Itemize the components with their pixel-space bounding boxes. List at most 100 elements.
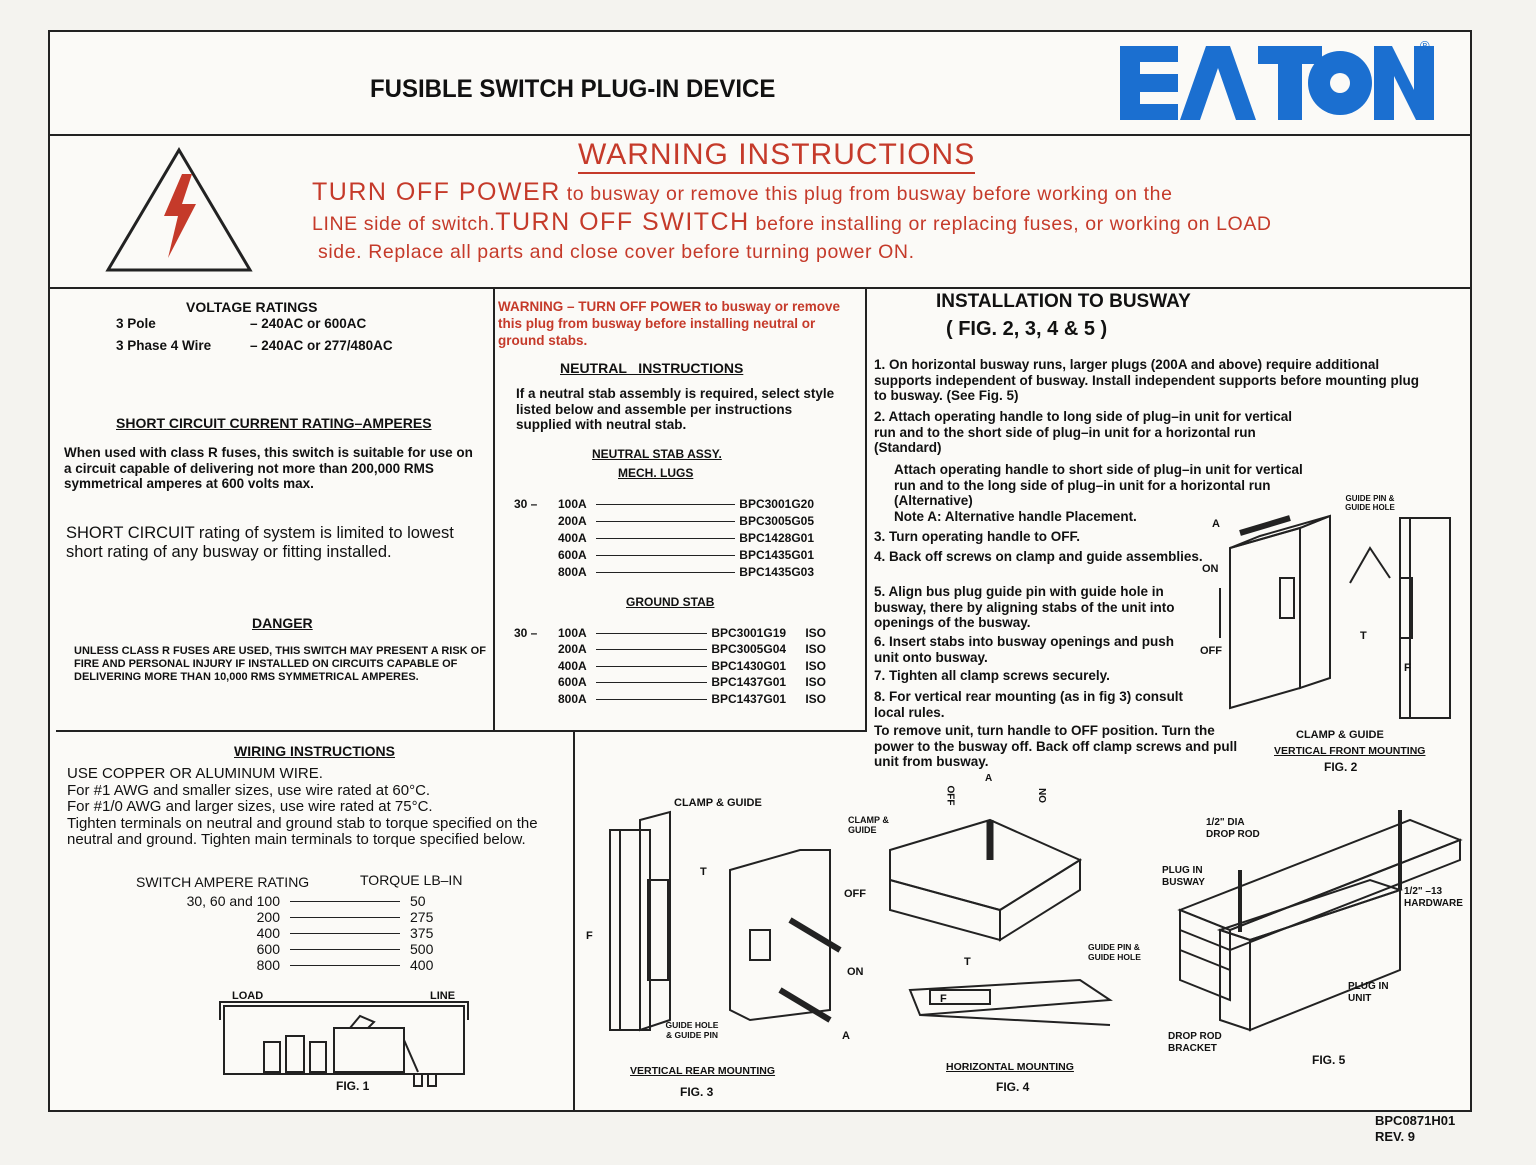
wiring-line-1: USE COPPER OR ALUMINUM WIRE. (67, 765, 323, 782)
torque-val-3: 375 (410, 925, 434, 941)
ground-amp-2: 200A (558, 642, 587, 656)
fig4-f-label: F (940, 993, 947, 1005)
registered-mark: ® (1420, 38, 1430, 53)
fig2-f-label: F (1404, 662, 1411, 674)
divider-col2 (865, 287, 867, 731)
torque-val-2: 275 (410, 909, 434, 925)
ground-prefix-1: 30 – (514, 625, 538, 640)
ground-amp-4: 600A (558, 675, 587, 689)
ground-amp-5: 800A (558, 691, 587, 706)
page-title: FUSIBLE SWITCH PLUG-IN DEVICE (370, 75, 776, 103)
short-circuit-body: When used with class R fuses, this switc… (64, 445, 473, 491)
divider-warning (48, 287, 1472, 289)
neutral-stab-heading: NEUTRAL STAB ASSY. (592, 447, 722, 461)
install-note-a: Note A: Alternative handle Placement. (894, 509, 1137, 524)
divider-col3 (573, 730, 575, 1112)
install-step-1: 1. On horizontal busway runs, larger plu… (874, 357, 1420, 403)
wiring-col1: SWITCH AMPERE RATING (136, 874, 310, 890)
fig4-on-label: ON (1038, 788, 1049, 803)
warn-big-2: TURN OFF SWITCH (495, 208, 750, 236)
warn-text-1: to busway or remove this plug from buswa… (560, 183, 1173, 205)
danger-body: UNLESS CLASS R FUSES ARE USED, THIS SWIT… (74, 645, 486, 683)
fig1-caption: FIG. 1 (336, 1079, 370, 1093)
fig5-rod-label: 1/2" DIA DROP ROD (1206, 817, 1260, 840)
stab-prefix-1: 30 – (514, 496, 538, 511)
voltage-value-1: – 240AC or 600AC (250, 316, 367, 331)
short-circuit-note: SHORT CIRCUIT rating of system is limite… (66, 524, 454, 561)
ground-part-4: BPC1437G01 (711, 675, 787, 689)
fig3-t-label: T (700, 866, 707, 878)
ground-part-3: BPC1430G01 (711, 658, 787, 673)
figure-4-drawing (880, 800, 1120, 1045)
stab-part-1: BPC3001G20 (739, 496, 814, 511)
figure-2-drawing (1200, 488, 1470, 753)
fig5-hw-label: 1/2" –13 HARDWARE (1404, 886, 1463, 909)
fig5-plug-label: PLUG IN BUSWAY (1162, 865, 1205, 888)
fig1-load-label: LOAD (232, 990, 264, 1002)
ground-iso-3: ISO (805, 658, 826, 673)
ground-iso-5: ISO (805, 691, 826, 706)
warn-text-2a: LINE side of switch. (312, 213, 496, 235)
torque-val-1: 50 (410, 893, 426, 909)
fig4-off-label: OFF (944, 785, 956, 806)
wiring-line-3: For #1/0 AWG and larger sizes, use wire … (67, 798, 433, 815)
fig4-clamp-label: CLAMP & GUIDE (848, 815, 889, 835)
install-heading: INSTALLATION TO BUSWAY (936, 291, 1191, 312)
torque-amp-4: 600 (256, 941, 280, 957)
stab-amp-4: 600A (558, 547, 587, 562)
fig4-t-label: T (964, 956, 971, 968)
wiring-line-2: For #1 AWG and smaller sizes, use wire r… (67, 781, 431, 799)
fig2-clamp-label: CLAMP & GUIDE (1296, 729, 1384, 741)
install-step-3: 3. Turn operating handle to OFF. (874, 529, 1081, 544)
stab-part-5: BPC1435G03 (739, 564, 814, 579)
divider-header (48, 134, 1472, 136)
doc-number: BPC0871H01 (1375, 1113, 1456, 1128)
ground-part-2: BPC3005G04 (711, 642, 787, 656)
torque-val-4: 500 (410, 941, 434, 957)
fig2-sub: VERTICAL FRONT MOUNTING (1274, 745, 1426, 757)
stab-part-3: BPC1428G01 (739, 530, 814, 545)
fig2-off-label: OFF (1200, 645, 1222, 657)
fig3-sub: VERTICAL REAR MOUNTING (630, 1065, 776, 1077)
neutral-stab-sub: MECH. LUGS (618, 466, 694, 480)
neutral-body: If a neutral stab assembly is required, … (516, 386, 835, 432)
eaton-logo (1118, 40, 1436, 126)
fig3-guide-label: GUIDE HOLE & GUIDE PIN (665, 1020, 719, 1040)
fig5-bracket-label: DROP ROD BRACKET (1168, 1031, 1222, 1054)
figure-5-drawing (1170, 800, 1470, 1065)
voltage-heading: VOLTAGE RATINGS (186, 299, 318, 315)
voltage-value-2: – 240AC or 277/480AC (250, 337, 393, 353)
hazard-triangle-icon (104, 146, 254, 279)
ground-stab-heading: GROUND STAB (626, 595, 715, 609)
fig2-t-label: T (1360, 630, 1367, 642)
fig2-guide-label: GUIDE PIN & GUIDE HOLE (1345, 494, 1395, 512)
fig5-caption: FIG. 5 (1312, 1053, 1346, 1067)
doc-revision: REV. 9 (1375, 1129, 1415, 1144)
ground-iso-1: ISO (805, 625, 826, 640)
install-step-6: 6. Insert stabs into busway openings and… (874, 634, 1175, 665)
install-step-5: 5. Align bus plug guide pin with guide h… (874, 584, 1175, 630)
neutral-heading: NEUTRAL INSTRUCTIONS (560, 360, 744, 376)
danger-heading: DANGER (252, 615, 313, 631)
ground-amp-3: 400A (558, 658, 587, 673)
install-step-4: 4. Back off screws on clamp and guide as… (874, 549, 1203, 564)
install-step-7: 7. Tighten all clamp screws securely. (874, 668, 1110, 683)
stab-amp-1: 100A (558, 496, 587, 511)
fig4-sub: HORIZONTAL MOUNTING (946, 1061, 1074, 1073)
warn-big-1: TURN OFF POWER (312, 178, 561, 206)
wiring-col2: TORQUE LB–IN (360, 872, 463, 888)
voltage-table: 3 Pole– 240AC or 600AC 3 Phase 4 Wire– 2… (116, 316, 476, 353)
install-step-2: 2. Attach operating handle to long side … (874, 409, 1293, 455)
stab-part-4: BPC1435G01 (739, 547, 814, 562)
fig3-off-label: OFF (844, 888, 866, 900)
wiring-line-4: Tighten terminals on neutral and ground … (67, 814, 538, 848)
fig4-caption: FIG. 4 (996, 1080, 1030, 1094)
install-subheading: ( FIG. 2, 3, 4 & 5 ) (946, 318, 1108, 340)
ground-amp-1: 100A (558, 625, 587, 640)
stab-amp-2: 200A (558, 513, 587, 528)
fig2-on-label: ON (1202, 563, 1219, 575)
ground-part-5: BPC1437G01 (711, 691, 787, 706)
